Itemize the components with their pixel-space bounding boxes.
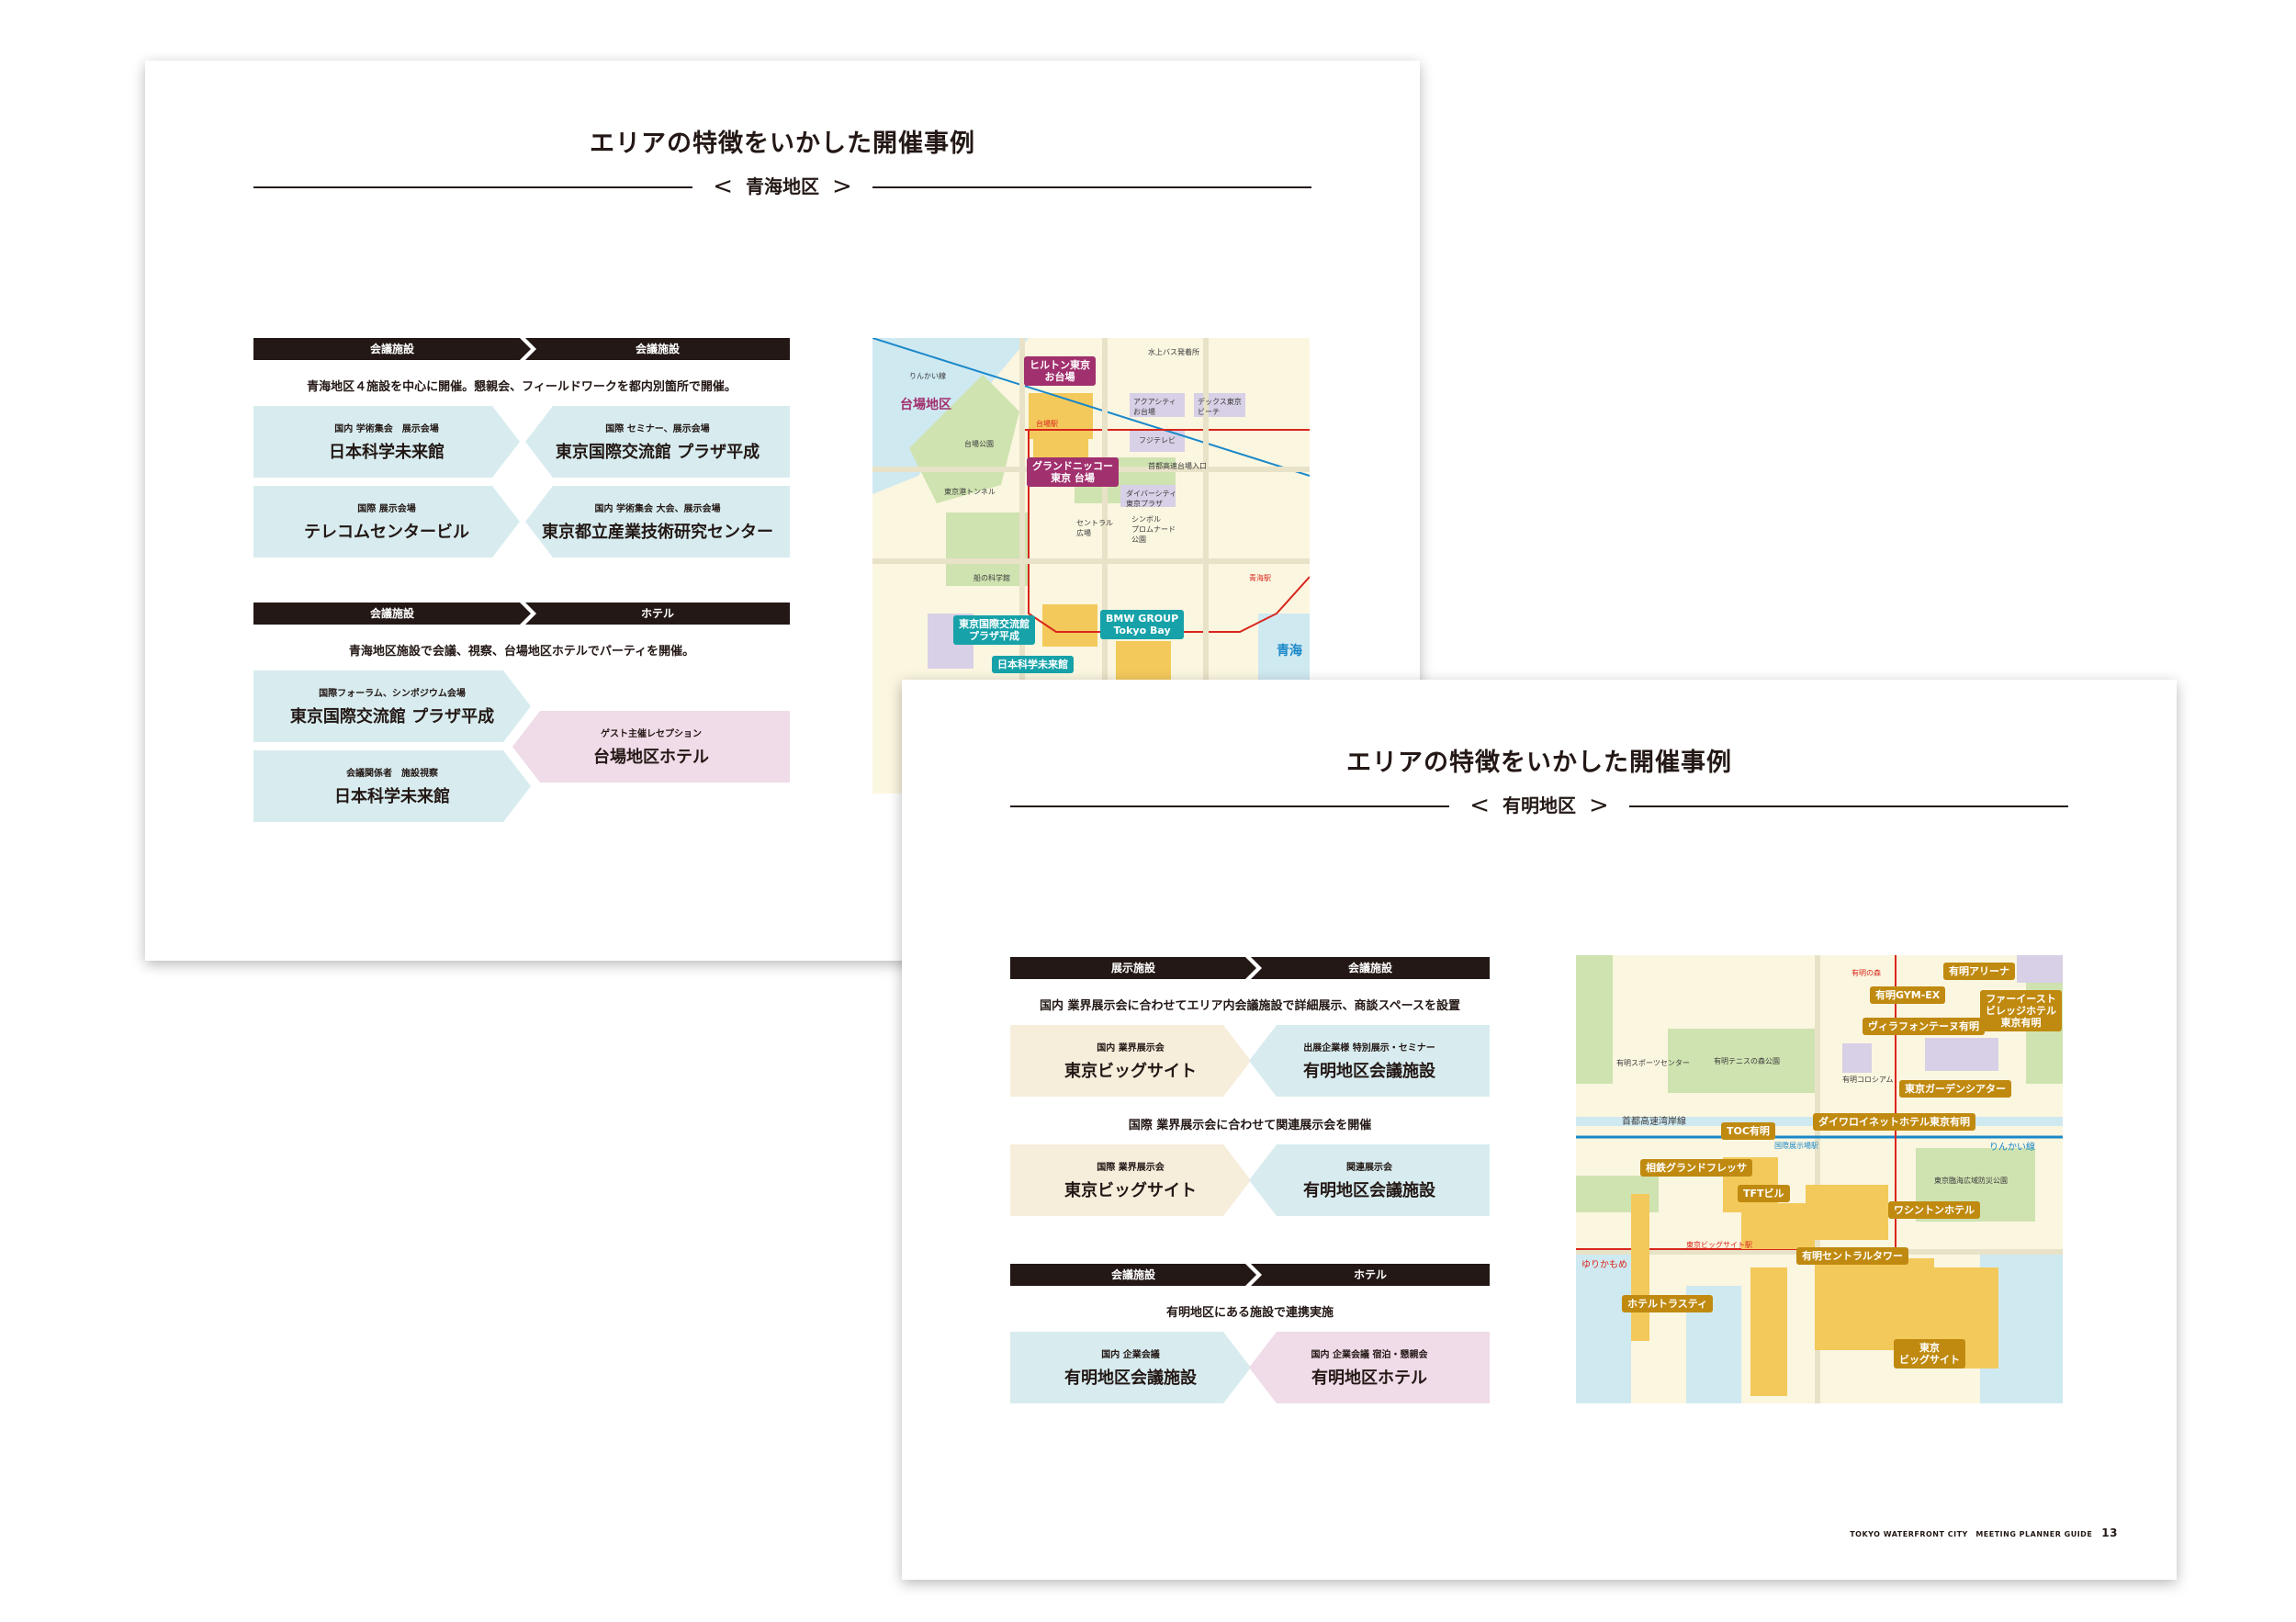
ariake-map: 有明アリーナ 有明GYM-EX ファーイーストビレッジホテル東京有明 ヴィラフォ…	[1576, 955, 2063, 1403]
map-label: 有明コロシアム	[1842, 1076, 1894, 1084]
map-label: りんかい線	[1989, 1143, 2035, 1153]
section-header: 会議施設 ホテル	[253, 603, 790, 625]
map-tag-grand-nikko: グランドニッコー東京 台場	[1027, 457, 1119, 487]
chevron-right-icon: >	[832, 173, 852, 200]
area-heading: < 青海地区 >	[253, 173, 1311, 200]
header-right: ホテル	[525, 603, 790, 625]
case-box: 国内 学術集会 展示会場 日本科学未来館	[253, 406, 520, 478]
map-label: フジテレビ	[1139, 436, 1176, 445]
section-description: 有明地区にある施設で連携実施	[1165, 1306, 1334, 1320]
map-tag: TFTビル	[1738, 1185, 1790, 1202]
map-label: セントラル広場	[1076, 519, 1113, 537]
map-label: 台場駅	[1036, 420, 1058, 428]
heading-rule-right	[872, 186, 1311, 188]
section-header: 展示施設 会議施設	[1010, 957, 1490, 979]
map-tag: 東京ガーデンシアター	[1899, 1080, 2011, 1098]
section-header: 会議施設 会議施設	[253, 338, 790, 360]
case-box: 出展企業様 特別展示・セミナー 有明地区会議施設	[1249, 1025, 1490, 1097]
map-label: 東京臨海広域防災公園	[1934, 1177, 2008, 1185]
page-ariake: エリアの特徴をいかした開催事例 < 有明地区 > 展示施設 会議施設 国内 業界展示…	[902, 680, 2177, 1580]
chevron-left-icon: <	[713, 173, 733, 200]
map-label: シンボルプロムナード公園	[1131, 515, 1176, 544]
header-left: 展示施設	[1010, 957, 1256, 979]
map-tag: 有明セントラルタワー	[1796, 1247, 1908, 1265]
section-description: 国際 業界展示会に合わせて関連展示会を開催	[1128, 1119, 1372, 1132]
header-right: 会議施設	[525, 338, 790, 360]
header-left: 会議施設	[1010, 1264, 1256, 1286]
map-tag: ホテルトラスティ	[1622, 1295, 1714, 1312]
case-box: ゲスト主催レセプション 台場地区ホテル	[512, 711, 790, 783]
page-aomi: エリアの特徴をいかした開催事例 < 青海地区 > 会議施設 会議施設 青海地区４施設…	[145, 61, 1420, 961]
page-number: 13	[2101, 1526, 2118, 1539]
map-label: 有明の森	[1851, 969, 1881, 977]
map-tag: 有明アリーナ	[1943, 963, 2015, 980]
map-tag: ダイワロイネットホテル東京有明	[1813, 1113, 1975, 1131]
map-label: デックス東京ビーチ	[1198, 398, 1242, 416]
map-tag: 東京ビッグサイト	[1894, 1339, 1965, 1369]
map-tag: TOC有明	[1721, 1122, 1775, 1140]
map-label: 青海	[1277, 644, 1302, 659]
map-tag-hilton: ヒルトン東京お台場	[1024, 356, 1096, 386]
chevron-left-icon: <	[1469, 792, 1490, 819]
area-heading: < 有明地区 >	[1010, 792, 2068, 819]
chevron-right-icon: >	[1589, 792, 1609, 819]
map-label: 有明テニスの森公園	[1714, 1057, 1780, 1065]
map-label: 青海駅	[1249, 574, 1271, 582]
heading-rule-left	[1010, 805, 1449, 807]
case-box: 国際 展示会場 テレコムセンタービル	[253, 486, 520, 558]
area-name: 青海地区	[746, 175, 819, 197]
page-title: エリアの特徴をいかした開催事例	[590, 130, 975, 158]
case-box: 国内 学術集会 大会、展示会場 東京都立産業技術研究センター	[525, 486, 790, 558]
section-description: 青海地区施設で会議、視察、台場地区ホテルでパーティを開催。	[348, 645, 695, 659]
case-box: 会議関係者 施設視察 日本科学未来館	[253, 750, 531, 822]
map-label: 東京ビッグサイト駅	[1686, 1241, 1752, 1249]
section-header: 会議施設 ホテル	[1010, 1264, 1490, 1286]
area-name: 有明地区	[1503, 794, 1576, 817]
case-box: 国内 企業会議 宿泊・懇親会 有明地区ホテル	[1249, 1332, 1490, 1403]
map-label: 台場公園	[964, 440, 994, 448]
map-label: ダイバーシティ東京プラザ	[1126, 490, 1177, 508]
map-tag-miraikan: 日本科学未来館	[992, 656, 1074, 673]
map-label: 国際展示場駅	[1774, 1142, 1818, 1150]
map-label: 台場地区	[900, 398, 951, 412]
footer-text: TOKYO WATERFRONT CITY MEETING PLANNER GU…	[1850, 1530, 2093, 1538]
case-box: 国内 企業会議 有明地区会議施設	[1010, 1332, 1251, 1403]
map-label: りんかい線	[909, 372, 946, 380]
map-label: 首都高速湾岸線	[1622, 1117, 1686, 1127]
section-description: 青海地区４施設を中心に開催。懇親会、フィールドワークを都内別箇所で開催。	[307, 380, 737, 394]
map-tag-plaza-heisei: 東京国際交流館プラザ平成	[953, 615, 1035, 645]
case-box: 国際 セミナー、展示会場 東京国際交流館 プラザ平成	[525, 406, 790, 478]
map-label: 東京港トンネル	[944, 488, 996, 496]
aomi-map: ヒルトン東京お台場 グランドニッコー東京 台場 東京国際交流館プラザ平成 BMW…	[872, 338, 1310, 794]
header-left: 会議施設	[253, 338, 531, 360]
map-label: アクアシティお台場	[1133, 398, 1176, 416]
map-label: 水上バス発着所	[1148, 348, 1199, 356]
header-right: 会議施設	[1251, 957, 1490, 979]
map-tag: ヴィラフォンテーヌ有明	[1863, 1018, 1985, 1035]
case-box: 国内 業界展示会 東京ビッグサイト	[1010, 1025, 1251, 1097]
map-tag: ワシントンホテル	[1888, 1201, 1980, 1219]
map-label: 有明スポーツセンター	[1616, 1059, 1690, 1067]
case-box: 国際フォーラム、シンポジウム会場 東京国際交流館 プラザ平成	[253, 670, 531, 742]
map-label: 船の科学館	[974, 574, 1010, 582]
footer: TOKYO WATERFRONT CITY MEETING PLANNER GU…	[1850, 1526, 2118, 1539]
heading-rule-left	[253, 186, 692, 188]
page-title: エリアの特徴をいかした開催事例	[1346, 749, 1732, 777]
section-description: 国内 業界展示会に合わせてエリア内会議施設で詳細展示、商談スペースを設置	[1040, 999, 1460, 1013]
header-left: 会議施設	[253, 603, 531, 625]
map-label: 首都高速台場入口	[1148, 462, 1207, 470]
map-tag: ファーイーストビレッジホテル東京有明	[1980, 990, 2062, 1031]
case-box: 関連展示会 有明地区会議施設	[1249, 1144, 1490, 1216]
map-label: ゆりかもめ	[1581, 1260, 1627, 1270]
map-tag: 相鉄グランドフレッサ	[1640, 1159, 1752, 1177]
map-tag: 有明GYM-EX	[1870, 986, 1946, 1004]
case-box: 国際 業界展示会 東京ビッグサイト	[1010, 1144, 1251, 1216]
heading-rule-right	[1629, 805, 2068, 807]
header-right: ホテル	[1251, 1264, 1490, 1286]
